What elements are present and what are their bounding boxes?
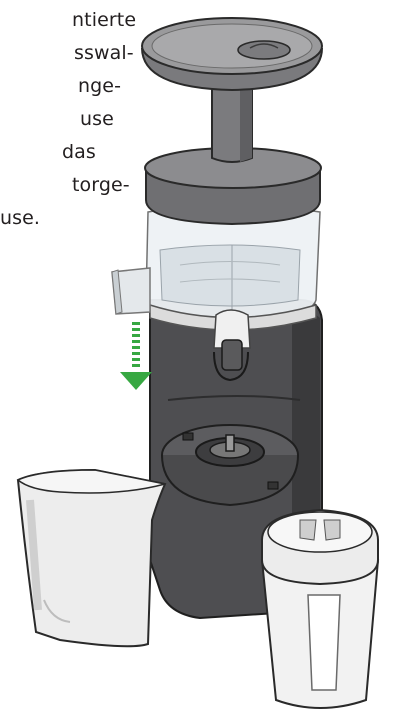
pulp-container [18,470,165,646]
pulp-outlet [112,268,150,314]
drive-shaft [226,435,234,451]
juice-jug [262,510,378,708]
down-arrow-icon [120,322,152,390]
drive-base [162,425,298,505]
top-lid [142,18,322,90]
